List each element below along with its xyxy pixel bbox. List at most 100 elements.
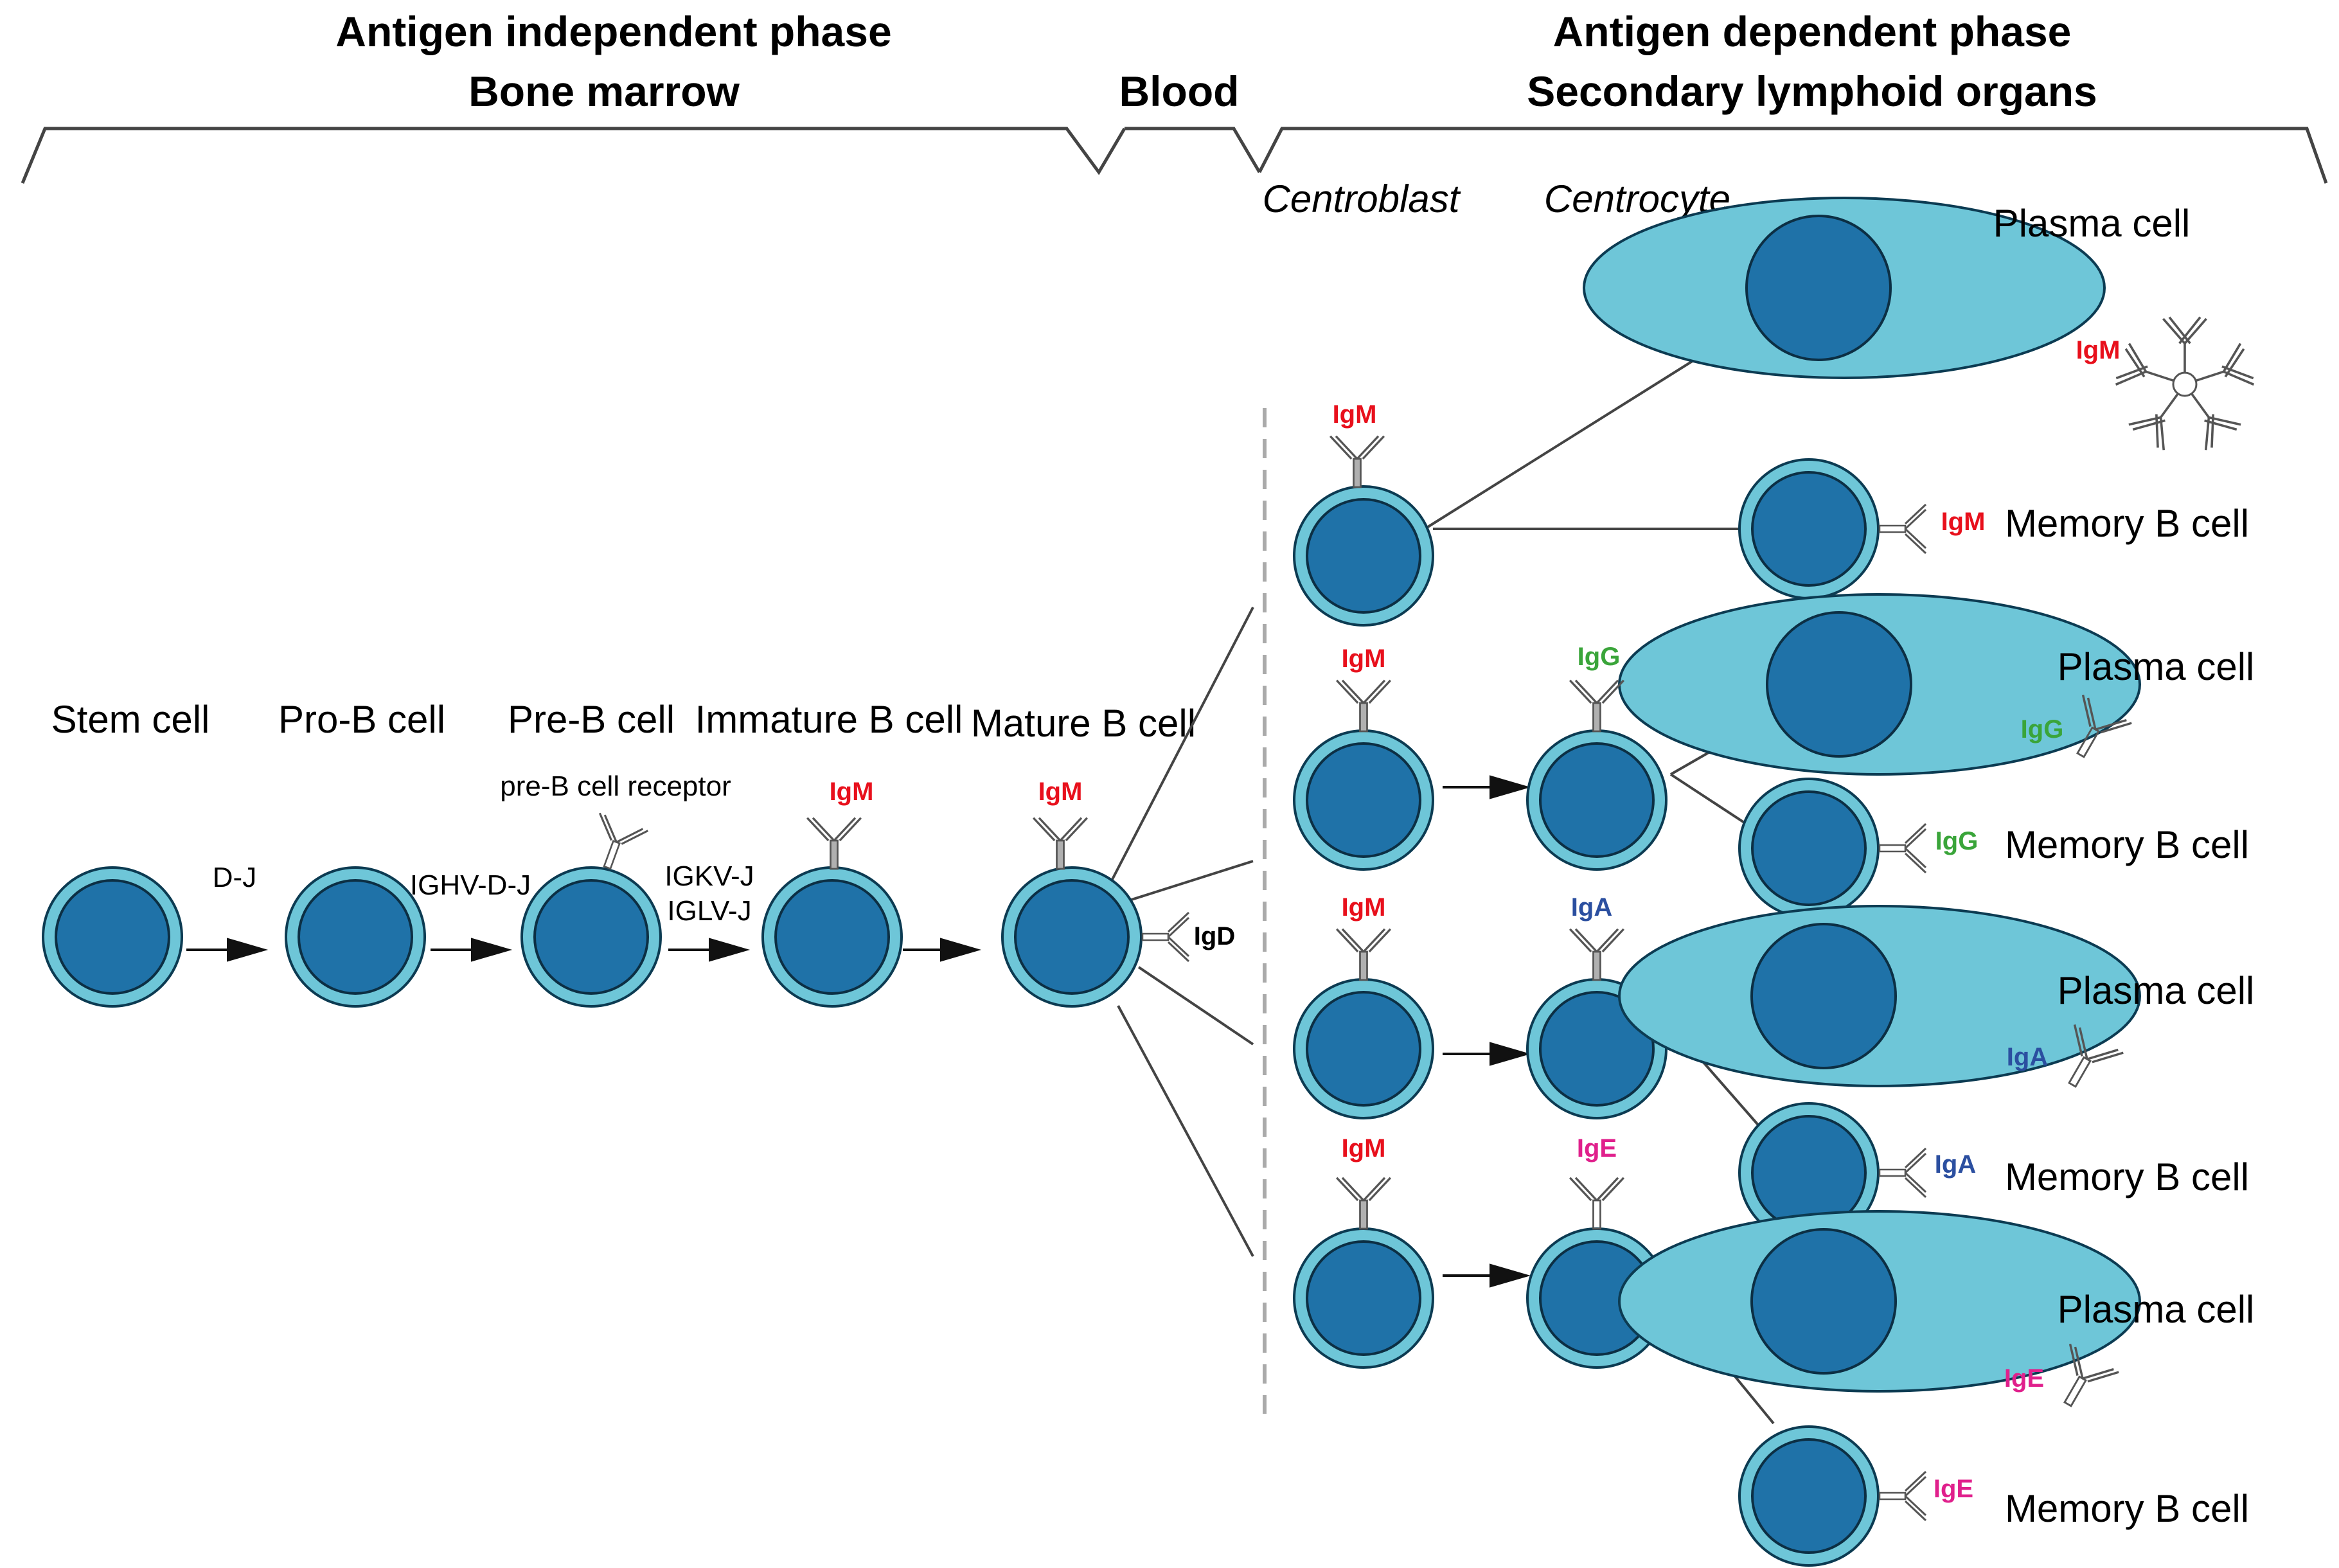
secondary-lymphoid-label: Secondary lymphoid organs bbox=[1527, 67, 2097, 115]
iga-label-centrocyte: IgA bbox=[1571, 893, 1612, 922]
plasma-cell-iga bbox=[1618, 905, 2141, 1087]
centrocyte-iga-nucleus bbox=[1539, 991, 1655, 1107]
igm-label-memory: IgM bbox=[1941, 508, 1986, 536]
memory-b-cell-igg bbox=[1738, 778, 1880, 919]
igm-pentamer-icon bbox=[2115, 316, 2255, 450]
memory-b-cell-label-ige: Memory B cell bbox=[2005, 1487, 2249, 1530]
stem-cell-nucleus bbox=[55, 879, 170, 995]
line-mature-to-igg bbox=[1121, 860, 1254, 904]
cells-layer bbox=[42, 197, 2141, 1567]
memory-b-cell-label-igg: Memory B cell bbox=[2005, 823, 2249, 866]
ige-label-centrocyte: IgE bbox=[1577, 1134, 1617, 1163]
centrocyte-igg-antibody-icon bbox=[1569, 679, 1625, 733]
mature-igm-antibody-icon bbox=[1032, 817, 1089, 870]
centroblast-igm-antibody-icon-4 bbox=[1335, 1177, 1392, 1230]
plasma-cell-ige bbox=[1618, 1210, 2141, 1393]
pro-b-cell-nucleus bbox=[298, 879, 413, 995]
output-labels: Plasma cell Memory B cell Plasma cell Me… bbox=[1993, 202, 2255, 1530]
brace-secondary-lymphoid bbox=[1258, 127, 2328, 184]
mature-b-cell-nucleus bbox=[1014, 879, 1130, 995]
memory-igm-antibody-icon bbox=[1878, 503, 1927, 555]
iglv-rearrangement-label: IGLV-J bbox=[667, 895, 751, 927]
memory-iga-antibody-icon bbox=[1878, 1147, 1927, 1198]
arrow-centroblast-igg bbox=[1443, 775, 1531, 799]
memory-b-cell-iga bbox=[1738, 1102, 1880, 1243]
pre-b-receptor-label: pre-B cell receptor bbox=[500, 771, 731, 802]
secreted-iga-icon bbox=[2068, 1024, 2124, 1088]
line-mature-to-ige bbox=[1117, 1005, 1254, 1257]
plasma-cell-label-iga: Plasma cell bbox=[2058, 969, 2255, 1012]
secreted-ige-icon bbox=[2063, 1344, 2119, 1407]
centrocyte-ige-antibody-icon bbox=[1569, 1177, 1625, 1230]
immature-igm-antibody-icon bbox=[806, 817, 862, 870]
memory-ige-antibody-icon bbox=[1878, 1470, 1927, 1522]
centrocyte-ige bbox=[1526, 1227, 1668, 1369]
plasma-cell-igm bbox=[1583, 197, 2106, 379]
dj-rearrangement-label: D-J bbox=[213, 862, 256, 893]
pro-b-cell bbox=[285, 866, 426, 1008]
centrocyte-igg-nucleus bbox=[1539, 742, 1655, 858]
mature-igd-antibody-icon bbox=[1141, 911, 1190, 963]
blood-label: Blood bbox=[1119, 67, 1240, 115]
arrow-immature-to-mature bbox=[903, 938, 982, 962]
igg-label-plasma: IgG bbox=[2021, 715, 2064, 744]
immature-b-cell bbox=[761, 866, 903, 1008]
bone-marrow-label: Bone marrow bbox=[468, 67, 740, 115]
progression-arrows bbox=[186, 775, 1531, 1288]
igd-label-mature: IgD bbox=[1194, 922, 1235, 950]
centroblast-igm-antibody-icon-3 bbox=[1335, 928, 1392, 981]
centroblast-igm-antibody-icon-2 bbox=[1335, 679, 1392, 733]
plasma-cell-igm-nucleus bbox=[1745, 215, 1892, 361]
centroblast-label: Centroblast bbox=[1263, 177, 1461, 220]
centroblast-igg bbox=[1293, 729, 1434, 871]
mature-b-cell bbox=[1001, 866, 1143, 1008]
pre-b-cell-label: Pre-B cell bbox=[508, 698, 675, 741]
pre-b-cell bbox=[520, 866, 662, 1008]
line-igm-to-plasma bbox=[1427, 344, 1718, 528]
stem-cell bbox=[42, 866, 183, 1008]
plasma-cell-igg-nucleus bbox=[1766, 611, 1912, 758]
igm-label-centroblast-2: IgM bbox=[1342, 645, 1386, 673]
arrow-centroblast-ige bbox=[1443, 1263, 1531, 1288]
arrow-centroblast-iga bbox=[1443, 1042, 1531, 1066]
plasma-cell-iga-nucleus bbox=[1750, 923, 1897, 1069]
arrow-stem-to-pro bbox=[186, 938, 269, 962]
centrocyte-iga-antibody-icon bbox=[1569, 928, 1625, 981]
memory-b-cell-label-igm: Memory B cell bbox=[2005, 502, 2249, 545]
plasma-cell-label-igg: Plasma cell bbox=[2058, 645, 2255, 688]
secreted-igg-icon bbox=[2076, 695, 2132, 758]
memory-b-cell-label-iga: Memory B cell bbox=[2005, 1155, 2249, 1198]
plasma-cell-ige-nucleus bbox=[1750, 1228, 1897, 1375]
centroblast-igm-nucleus bbox=[1306, 498, 1421, 614]
line-mature-to-igm bbox=[1107, 607, 1254, 887]
igg-label-memory: IgG bbox=[1935, 827, 1979, 855]
igm-label-centroblast-4: IgM bbox=[1342, 1134, 1386, 1163]
memory-b-cell-igg-nucleus bbox=[1751, 790, 1867, 906]
line-mature-to-iga bbox=[1137, 966, 1254, 1046]
ige-label-plasma: IgE bbox=[2004, 1364, 2044, 1393]
plasma-cell-label-igm: Plasma cell bbox=[1993, 202, 2191, 245]
igg-label-centrocyte: IgG bbox=[1578, 643, 1621, 671]
centroblast-igg-nucleus bbox=[1306, 742, 1421, 858]
memory-b-cell-igm bbox=[1738, 458, 1880, 600]
dependent-phase-title: Antigen dependent phase bbox=[1553, 8, 2072, 55]
phase-braces bbox=[21, 127, 2328, 184]
iga-label-memory: IgA bbox=[1935, 1150, 1976, 1179]
centroblast-ige-nucleus bbox=[1306, 1240, 1421, 1356]
arrow-pro-to-pre bbox=[431, 938, 513, 962]
iga-label-plasma: IgA bbox=[2007, 1043, 2048, 1071]
centrocyte-igg bbox=[1526, 729, 1668, 871]
centroblast-igm-antibody-icon-1 bbox=[1329, 435, 1385, 488]
igm-label-centroblast-3: IgM bbox=[1342, 893, 1386, 922]
memory-igg-antibody-icon bbox=[1878, 823, 1927, 874]
ige-label-memory: IgE bbox=[1934, 1475, 1973, 1503]
pro-b-cell-label: Pro-B cell bbox=[278, 698, 445, 741]
memory-b-cell-ige bbox=[1738, 1425, 1880, 1567]
mature-b-cell-label: Mature B cell bbox=[971, 702, 1196, 745]
centroblast-iga-nucleus bbox=[1306, 991, 1421, 1107]
pre-b-receptor-icon bbox=[598, 812, 649, 870]
memory-b-cell-igm-nucleus bbox=[1751, 471, 1867, 587]
igkv-rearrangement-label: IGKV-J bbox=[664, 860, 754, 892]
plasma-cell-igg bbox=[1618, 593, 2141, 776]
